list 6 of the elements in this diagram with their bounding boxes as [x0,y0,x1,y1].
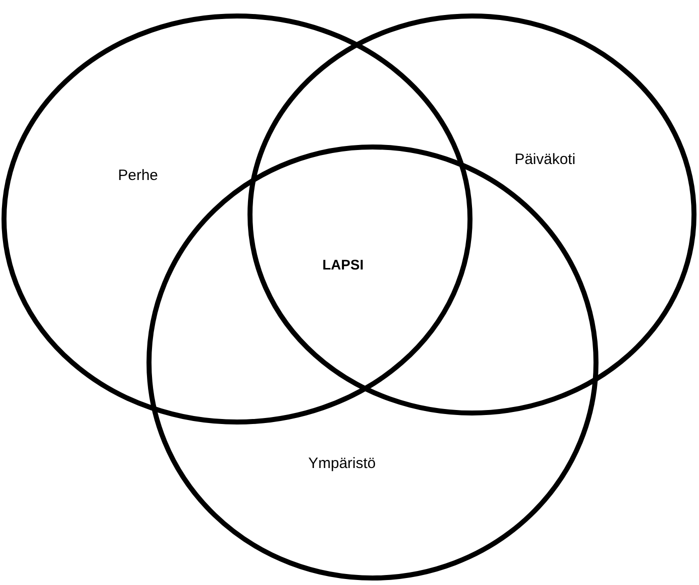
circle-label: Ympäristö [308,454,376,474]
circle-label: Päiväkoti [514,150,576,170]
center-label: LAPSI [322,256,364,274]
venn-circle [250,16,694,413]
circle-label: Perhe [118,166,158,186]
venn-circle [4,16,470,422]
